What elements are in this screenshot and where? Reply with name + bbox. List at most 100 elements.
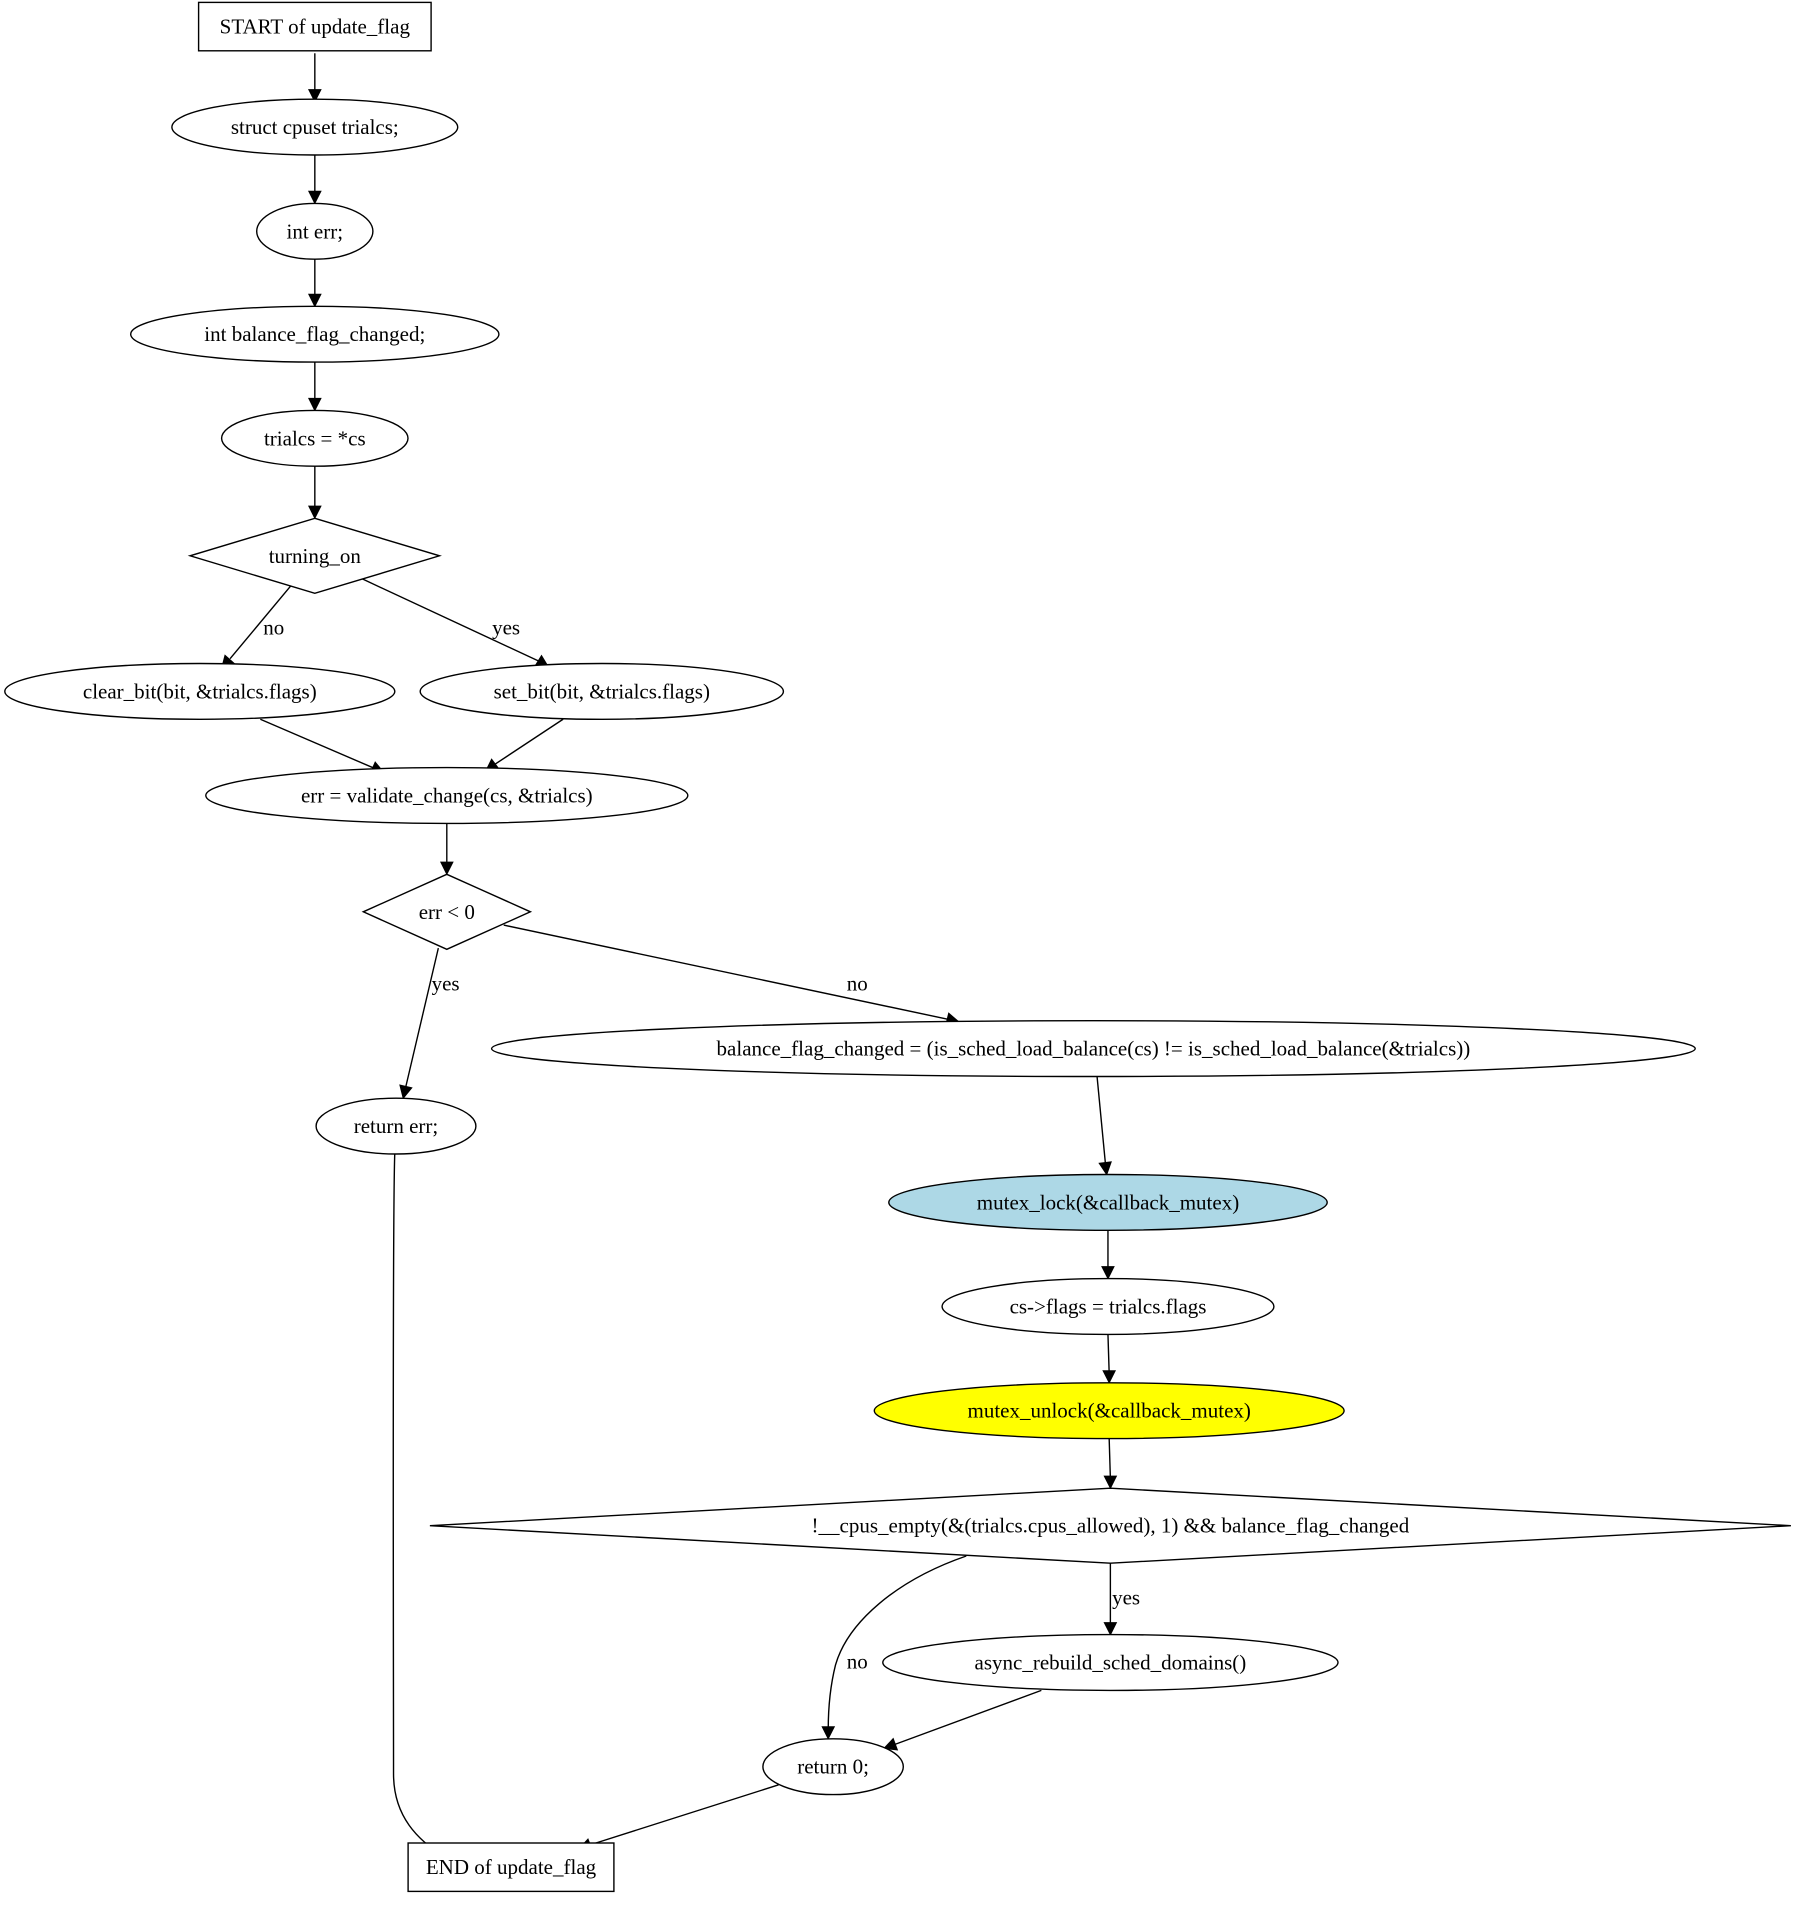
edge-line	[393, 1154, 445, 1858]
node-label: err = validate_change(cs, &trialcs)	[301, 784, 593, 808]
node-label: async_rebuild_sched_domains()	[975, 1651, 1247, 1675]
edge-label-yes: yes	[432, 972, 460, 996]
edge-label-yes: yes	[1112, 1585, 1140, 1609]
node-d2-err-0[interactable]: err < 0	[361, 873, 533, 951]
ellipse-shape	[315, 1097, 477, 1155]
node-label: mutex_unlock(&callback_mutex)	[967, 1399, 1250, 1423]
edge-line	[1108, 1334, 1109, 1373]
edge-line	[828, 1556, 966, 1729]
node-label: !__cpus_empty(&(trialcs.cpus_allowed), 1…	[812, 1514, 1410, 1538]
edge-n9-to-n10	[1097, 1076, 1112, 1176]
node-label: int err;	[287, 219, 344, 243]
node-label: set_bit(bit, &trialcs.flags)	[494, 679, 710, 703]
node-d1-turning-on[interactable]: turning_on	[187, 517, 442, 595]
edge-n13-to-n14	[882, 1690, 1042, 1751]
node-n12-mutex-unlock-callback-mutex[interactable]: mutex_unlock(&callback_mutex)	[873, 1382, 1345, 1440]
node-end-end-of-update-flag[interactable]: END of update_flag	[407, 1842, 615, 1893]
edge-d2-to-n9: no	[504, 925, 961, 1026]
ellipse-shape	[255, 202, 374, 260]
edge-d3-to-n14: no	[821, 1556, 966, 1740]
edge-n12-to-d3	[1103, 1439, 1118, 1490]
node-n5-clear-bit-bit-trialcs-flags[interactable]: clear_bit(bit, &trialcs.flags)	[4, 662, 396, 720]
edge-n14-to-end	[577, 1785, 779, 1851]
node-n2-int-err[interactable]: int err;	[255, 202, 374, 260]
ellipse-shape	[171, 98, 459, 156]
edge-n10-to-n11	[1101, 1230, 1115, 1280]
edge-line	[495, 719, 563, 764]
node-label: int balance_flag_changed;	[204, 322, 425, 346]
edge-d2-to-n8: yes	[399, 948, 460, 1100]
node-label: trialcs = *cs	[264, 426, 366, 450]
edge-n8-to-end	[393, 1154, 456, 1863]
edge-line	[894, 1690, 1042, 1744]
node-label: turning_on	[269, 544, 362, 568]
arrowhead-icon	[1103, 1622, 1118, 1636]
arrowhead-icon	[307, 397, 322, 412]
edge-label-no: no	[847, 972, 868, 996]
edges-layer: no yes yes no no yes	[220, 53, 1140, 1863]
node-n13-async-rebuild-sched-domains[interactable]: async_rebuild_sched_domains()	[882, 1633, 1339, 1692]
decision-diamond-shape	[187, 517, 442, 595]
box-shape	[197, 1, 432, 52]
ellipse-shape	[129, 305, 500, 363]
edge-n4-to-d1	[307, 466, 322, 520]
arrowhead-icon	[307, 505, 322, 520]
edge-line	[1109, 1439, 1110, 1479]
edge-label-no: no	[263, 616, 284, 640]
edge-line	[1097, 1076, 1105, 1164]
arrowhead-icon	[1103, 1475, 1118, 1490]
arrowhead-icon	[307, 293, 322, 308]
node-label: cs->flags = trialcs.flags	[1010, 1295, 1207, 1319]
ellipse-shape	[873, 1382, 1345, 1440]
edge-label-no: no	[847, 1650, 868, 1674]
edge-d1-to-n6: yes	[362, 579, 550, 668]
ellipse-shape	[490, 1019, 1696, 1078]
arrowhead-icon	[1101, 1266, 1115, 1280]
node-n11-cs-flags-trialcs-flags[interactable]: cs->flags = trialcs.flags	[941, 1277, 1275, 1336]
ellipse-shape	[888, 1173, 1328, 1231]
node-label: return err;	[354, 1114, 439, 1138]
node-n14-return-0[interactable]: return 0;	[762, 1738, 904, 1796]
node-label: return 0;	[797, 1755, 869, 1779]
decision-diamond-shape	[361, 873, 533, 951]
node-n4-trialcs-cs[interactable]: trialcs = *cs	[220, 409, 409, 467]
edge-n5-to-n7	[260, 719, 385, 774]
ellipse-shape	[220, 409, 409, 467]
arrowhead-icon	[439, 861, 454, 876]
arrowhead-icon	[307, 89, 322, 103]
edge-n11-to-n12	[1102, 1334, 1117, 1384]
node-label: balance_flag_changed = (is_sched_load_ba…	[717, 1037, 1471, 1061]
edge-n3-to-n4	[307, 362, 322, 412]
ellipse-shape	[882, 1633, 1339, 1692]
node-n3-int-balance-flag-changed[interactable]: int balance_flag_changed;	[129, 305, 500, 363]
node-d3-cpus-empty-trialcs-cpus-allowed-1-balanc[interactable]: !__cpus_empty(&(trialcs.cpus_allowed), 1…	[429, 1487, 1791, 1564]
node-label: clear_bit(bit, &trialcs.flags)	[83, 679, 317, 703]
arrowhead-icon	[821, 1726, 836, 1740]
arrowhead-icon	[307, 190, 322, 205]
arrowhead-icon	[399, 1084, 413, 1100]
edge-line	[406, 948, 439, 1087]
node-label: err < 0	[419, 900, 475, 924]
node-n10-mutex-lock-callback-mutex[interactable]: mutex_lock(&callback_mutex)	[888, 1173, 1328, 1231]
edge-line	[588, 1785, 778, 1846]
ellipse-shape	[419, 662, 785, 720]
edge-line	[504, 925, 950, 1019]
node-label: START of update_flag	[220, 15, 411, 39]
edge-n1-to-n2	[307, 155, 322, 205]
node-n1-struct-cpuset-trialcs[interactable]: struct cpuset trialcs;	[171, 98, 459, 156]
edge-start-to-n1	[307, 53, 322, 103]
node-start-start-of-update-flag[interactable]: START of update_flag	[197, 1, 432, 52]
node-n7-err-validate-change-cs-trialcs[interactable]: err = validate_change(cs, &trialcs)	[205, 766, 689, 825]
node-n8-return-err[interactable]: return err;	[315, 1097, 477, 1155]
edge-label-yes: yes	[492, 616, 520, 640]
edge-n7-to-d2	[439, 823, 454, 876]
node-n9-balance-flag-changed-is-sched-load-balan[interactable]: balance_flag_changed = (is_sched_load_ba…	[490, 1019, 1696, 1078]
arrowhead-icon	[882, 1737, 899, 1751]
node-n6-set-bit-bit-trialcs-flags[interactable]: set_bit(bit, &trialcs.flags)	[419, 662, 785, 720]
node-label: struct cpuset trialcs;	[231, 115, 399, 139]
edge-d1-to-n5: no	[220, 586, 291, 670]
edge-n6-to-n7	[484, 719, 563, 772]
box-shape	[407, 1842, 615, 1893]
